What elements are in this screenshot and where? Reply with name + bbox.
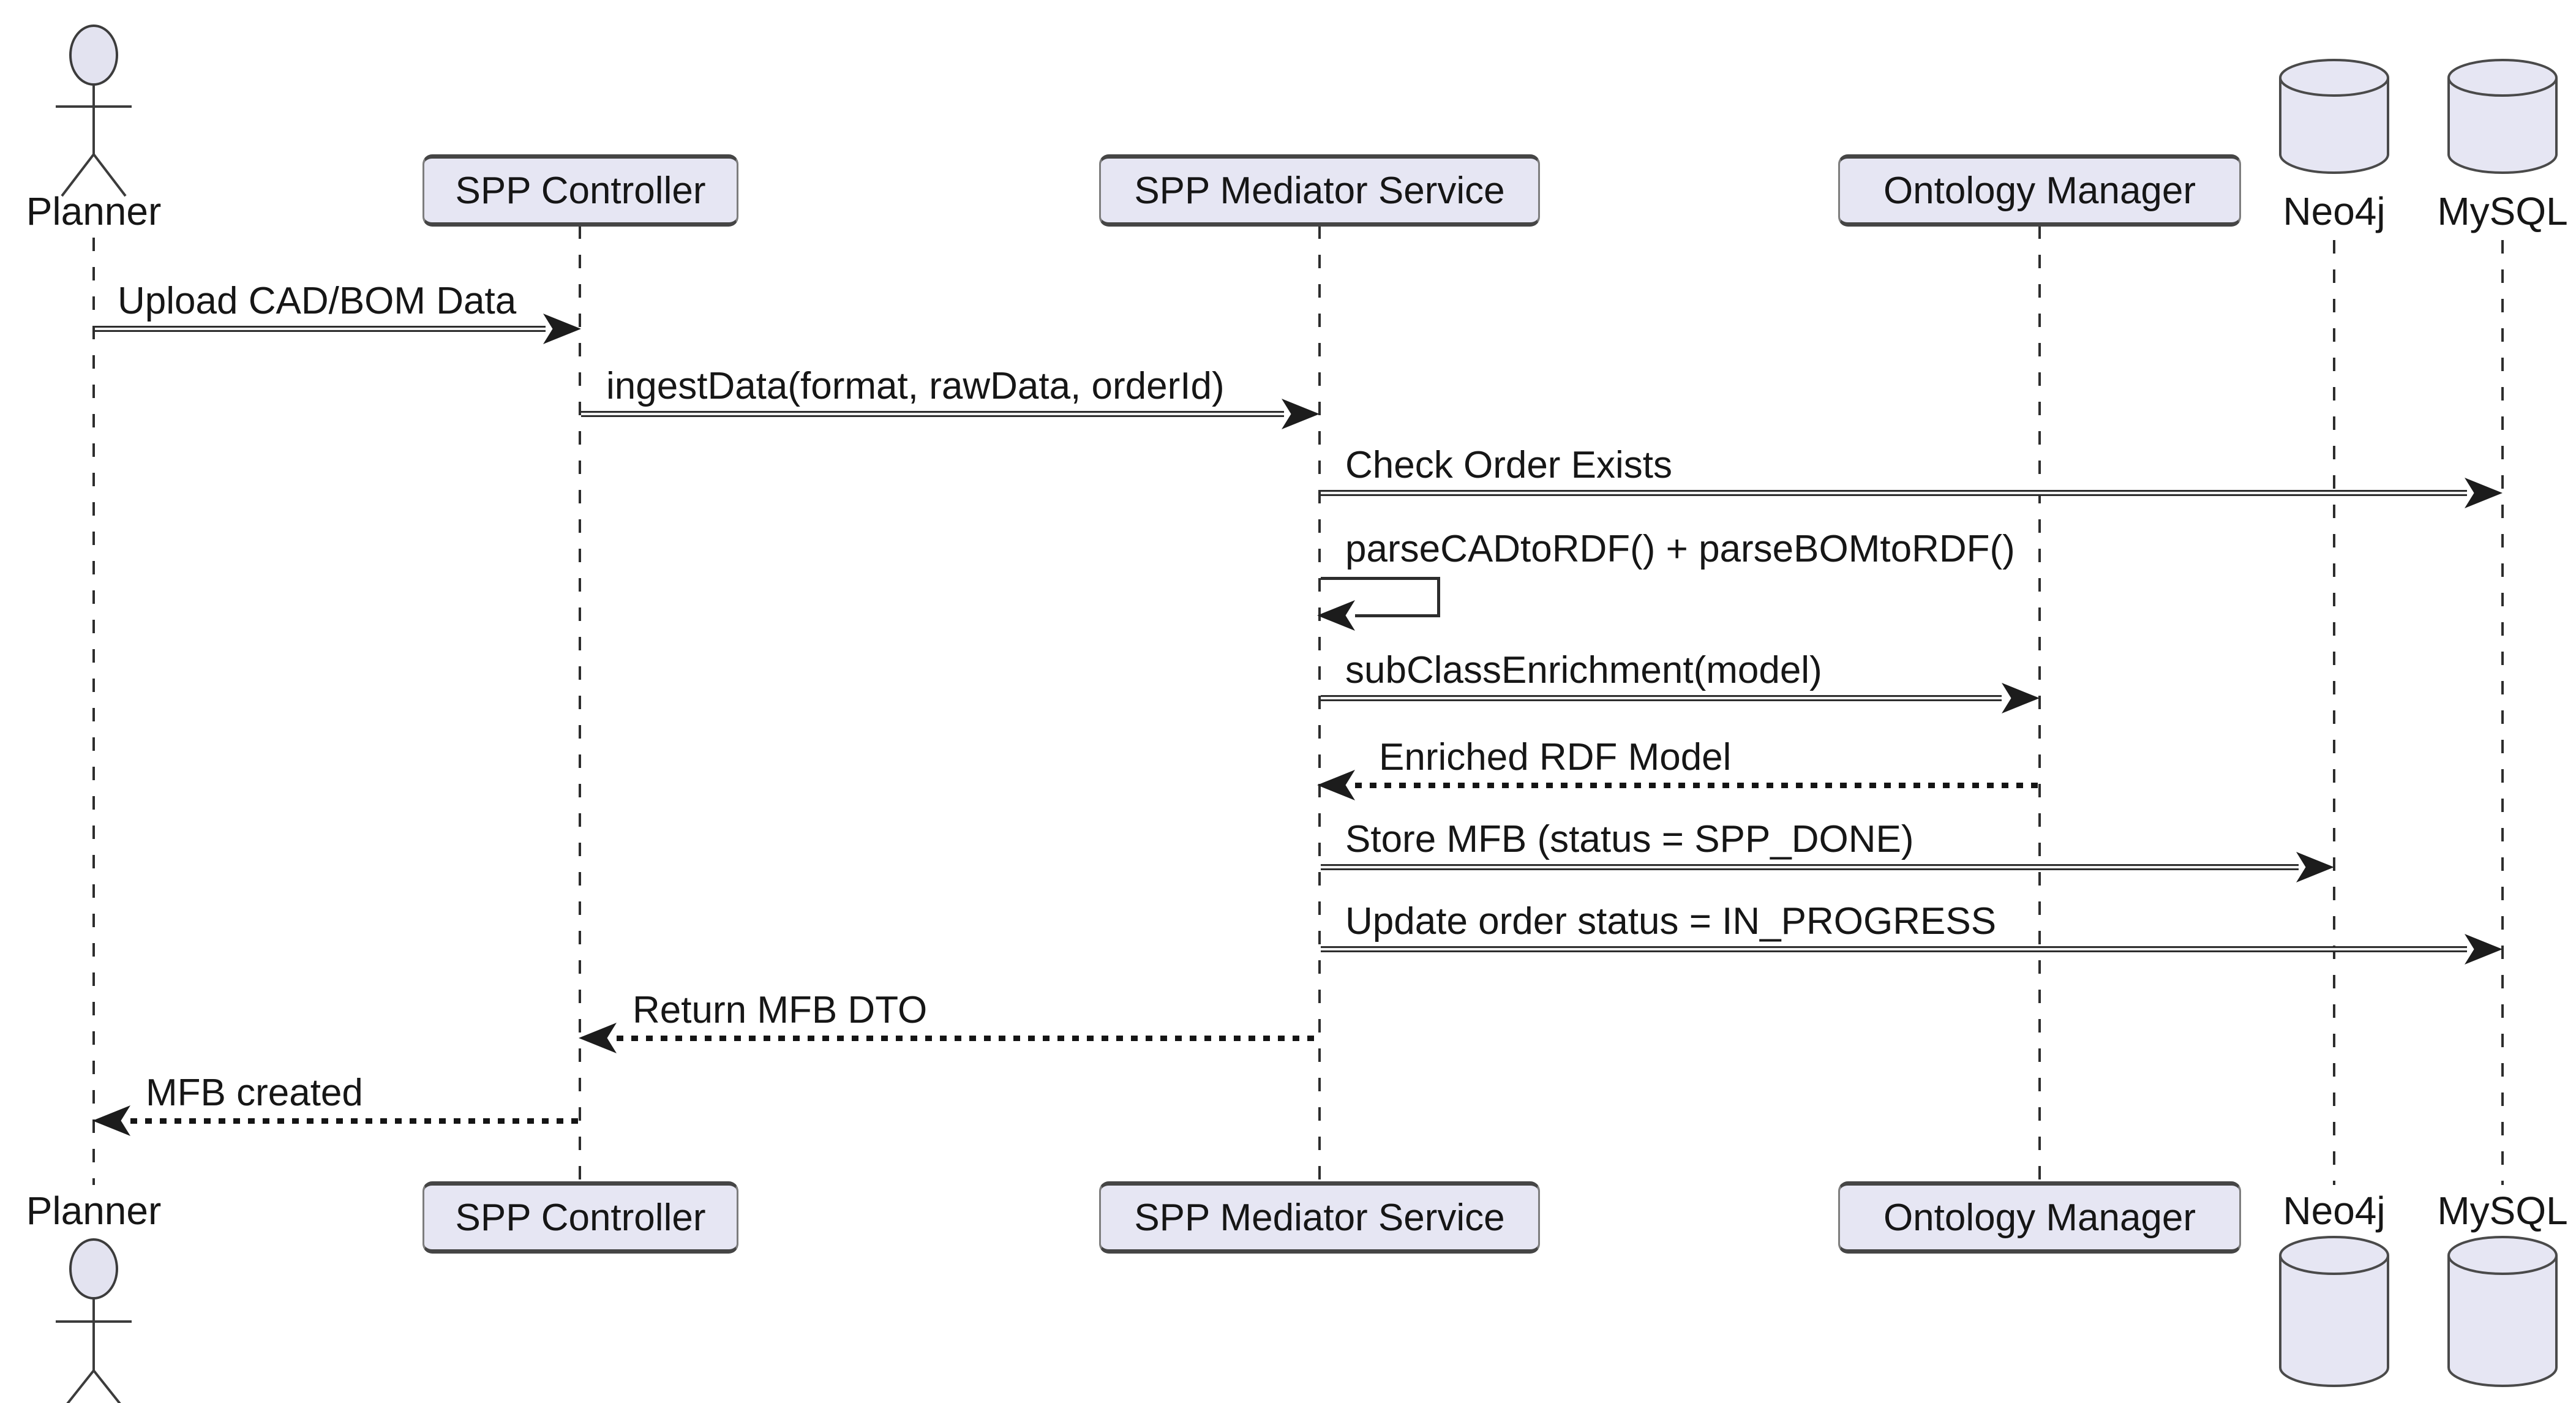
message-label: subClassEnrichment(model) [1345,649,1822,691]
participant-label-neo4j-bottom: Neo4j [2283,1189,2386,1233]
arrowhead-left-icon [1317,600,1355,631]
arrowhead-right-icon [2296,852,2334,882]
participant-label-spp-controller-bottom: SPP Controller [455,1196,706,1239]
message-line-dotted [130,1118,580,1124]
actor-icon [56,1238,132,1403]
message-label: Check Order Exists [1345,444,1673,486]
participant-box-spp-controller-top: SPP Controller [422,154,738,227]
arrowhead-right-icon [2465,478,2503,508]
participant-label-planner-top: Planner [26,189,162,233]
participant-label-mysql-top: MySQL [2437,189,2568,233]
lifeline-neo4j [2333,240,2335,1185]
database-icon-neo4j-top [2279,59,2389,174]
participant-box-spp-mediator-top: SPP Mediator Service [1099,154,1540,227]
message-line [1321,490,2467,496]
participant-label-ontology-manager-top: Ontology Manager [1883,169,2196,212]
database-icon-mysql-bottom [2447,1236,2558,1387]
participant-label-ontology-manager-bottom: Ontology Manager [1883,1196,2196,1239]
participant-label-mysql-bottom: MySQL [2437,1189,2568,1233]
message-line [1321,946,2467,952]
message-line-dotted [617,1036,1318,1041]
actor-icon [56,24,132,197]
lifeline-spp-controller [579,225,581,1181]
self-loop-top-line [1321,577,1440,580]
arrowhead-right-icon [543,314,581,344]
message-label: Enriched RDF Model [1379,736,1732,778]
arrowhead-right-icon [1282,399,1320,429]
message-label: Update order status = IN_PROGRESS [1345,900,1997,942]
participant-box-spp-controller-bottom: SPP Controller [422,1181,738,1254]
participant-label-neo4j-top: Neo4j [2283,189,2386,233]
participant-label-spp-mediator-bottom: SPP Mediator Service [1134,1196,1505,1239]
self-loop-bottom-line [1355,614,1440,617]
arrowhead-right-icon [2002,683,2040,713]
lifeline-planner [92,238,95,1185]
arrowhead-left-icon [579,1023,617,1053]
message-label: Store MFB (status = SPP_DONE) [1345,818,1914,860]
lifeline-ontology-manager [2038,225,2041,1181]
message-line [95,326,546,332]
message-line [1321,864,2299,870]
message-label: Upload CAD/BOM Data [118,280,517,322]
participant-box-ontology-manager-top: Ontology Manager [1838,154,2241,227]
lifeline-spp-mediator [1318,225,1321,1181]
participant-box-ontology-manager-bottom: Ontology Manager [1838,1181,2241,1254]
message-label: MFB created [146,1072,363,1114]
self-loop-right-line [1437,577,1440,617]
arrowhead-left-icon [92,1105,130,1136]
message-line-dotted [1355,783,2038,788]
message-line [1321,695,2002,701]
participant-label-planner-bottom: Planner [26,1189,162,1233]
message-label: parseCADtoRDF() + parseBOMtoRDF() [1345,528,2015,570]
message-line [581,411,1284,417]
participant-label-spp-mediator-top: SPP Mediator Service [1134,169,1505,212]
arrowhead-left-icon [1317,770,1355,800]
message-label: Return MFB DTO [633,989,928,1031]
message-label: ingestData(format, rawData, orderId) [606,365,1225,407]
database-icon-mysql-top [2447,59,2558,174]
database-icon-neo4j-bottom [2279,1236,2389,1387]
participant-label-spp-controller-top: SPP Controller [455,169,706,212]
lifeline-mysql [2501,240,2504,1185]
participant-box-spp-mediator-bottom: SPP Mediator Service [1099,1181,1540,1254]
arrowhead-right-icon [2465,934,2503,965]
